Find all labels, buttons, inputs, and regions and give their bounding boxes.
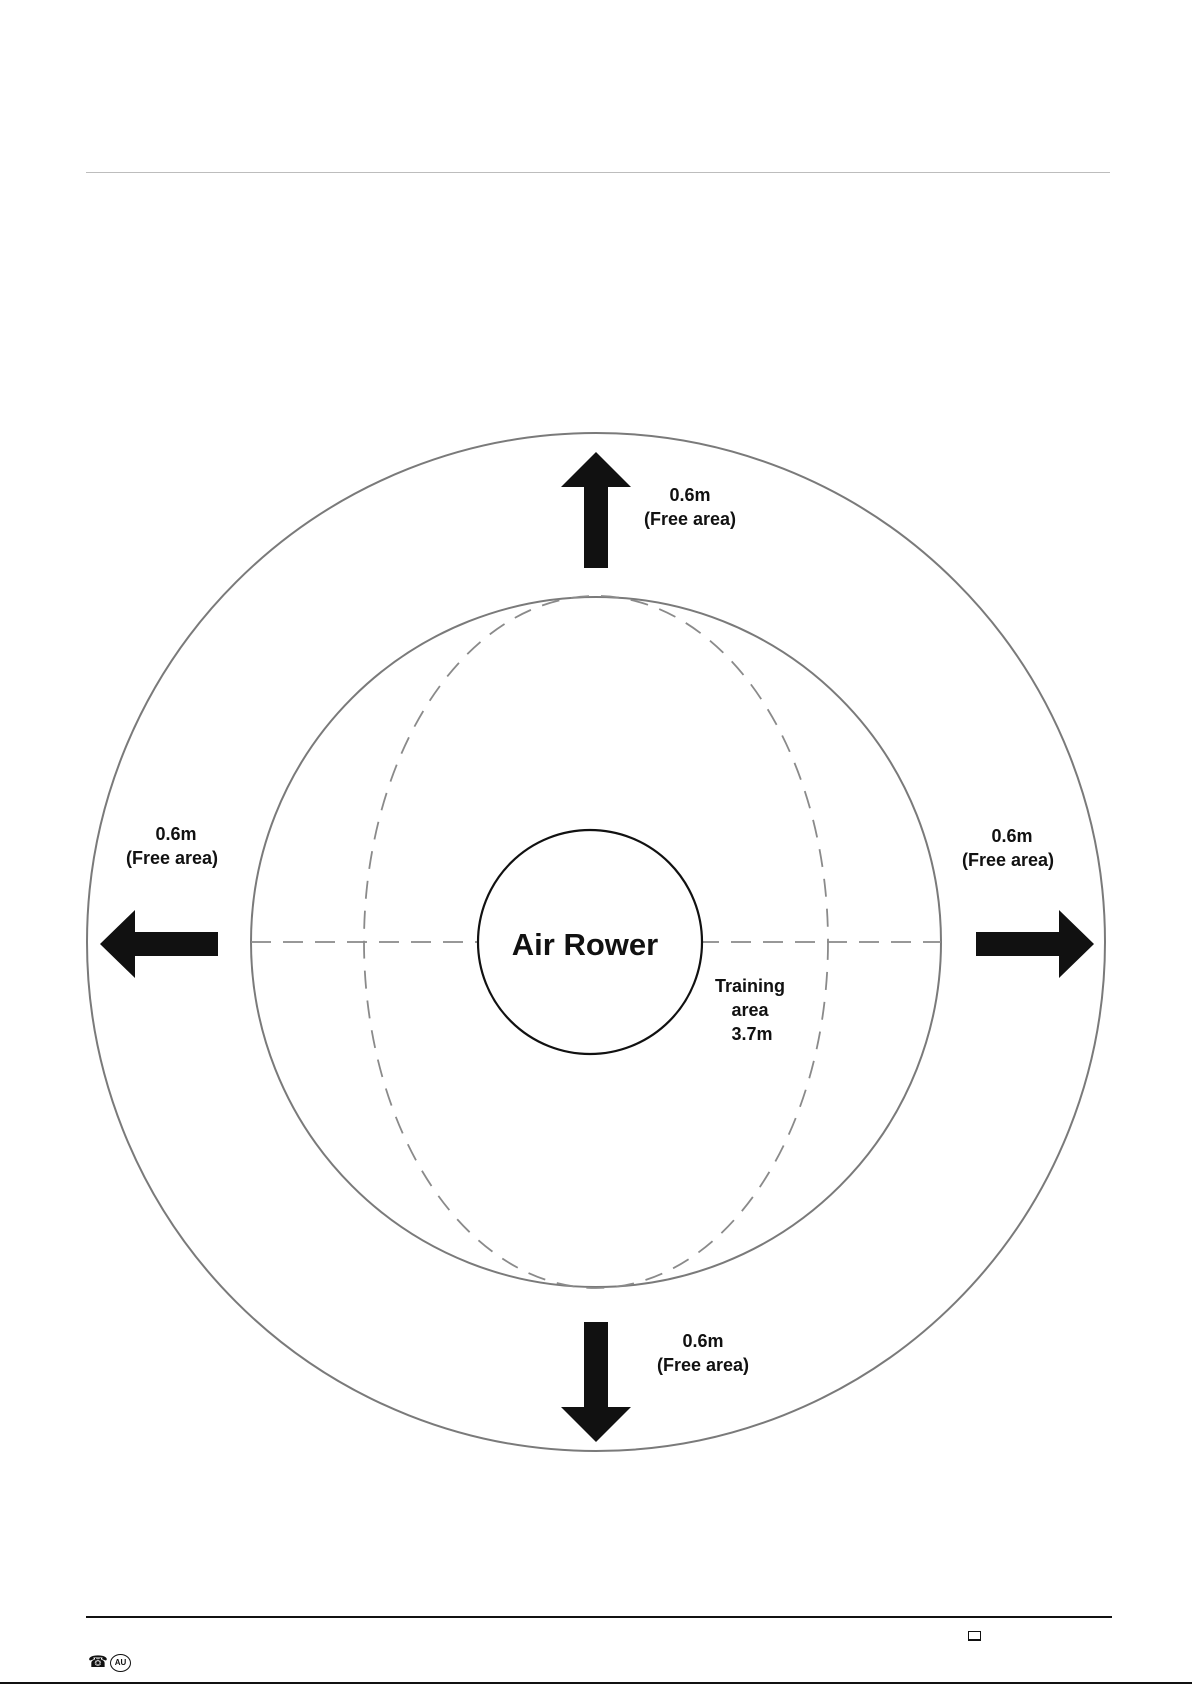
top-distance-label: 0.6m bbox=[669, 485, 710, 505]
arrow-left-icon bbox=[100, 910, 218, 978]
bottom-distance-label: 0.6m bbox=[682, 1331, 723, 1351]
arrow-right-icon bbox=[976, 910, 1094, 978]
training-area-line-2: area bbox=[731, 1000, 769, 1020]
training-area-line-3: 3.7m bbox=[731, 1024, 772, 1044]
arrow-up-icon bbox=[561, 452, 631, 568]
au-badge-icon: AU bbox=[110, 1654, 131, 1672]
bottom-free-area-label: (Free area) bbox=[657, 1355, 749, 1375]
top-free-area-label: (Free area) bbox=[644, 509, 736, 529]
laptop-icon bbox=[968, 1631, 981, 1641]
page-bottom-rule bbox=[0, 1682, 1192, 1684]
left-free-area-label: (Free area) bbox=[126, 848, 218, 868]
footer-rule bbox=[86, 1616, 1112, 1618]
left-distance-label: 0.6m bbox=[155, 824, 196, 844]
arrow-down-icon bbox=[561, 1322, 631, 1442]
air-rower-label: Air Rower bbox=[512, 927, 658, 962]
training-area-line-1: Training bbox=[715, 976, 785, 996]
phone-icon: ☎ bbox=[88, 1656, 108, 1670]
right-free-area-label: (Free area) bbox=[962, 850, 1054, 870]
right-distance-label: 0.6m bbox=[991, 826, 1032, 846]
